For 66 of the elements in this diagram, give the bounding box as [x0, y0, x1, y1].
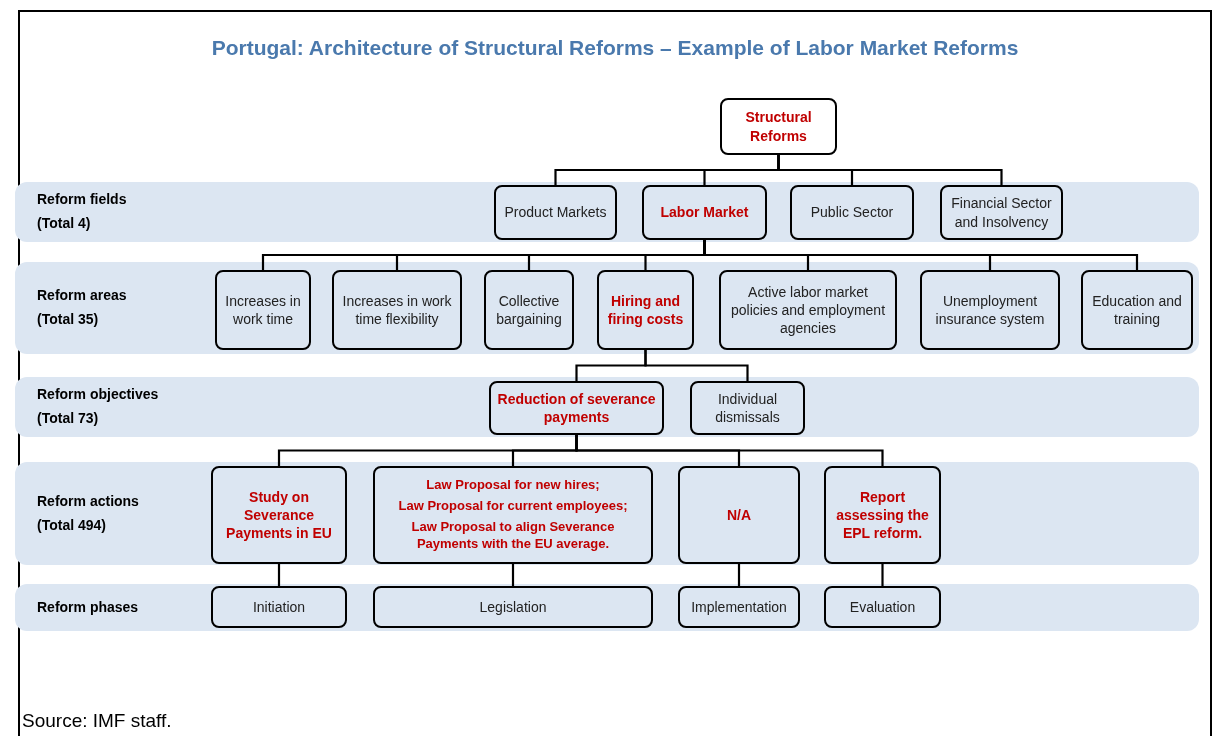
- box-label: Individual dismissals: [714, 389, 781, 427]
- box-label: Law Proposal for new hires;: [426, 477, 600, 495]
- box-label: Initiation: [252, 597, 306, 617]
- reform-box: [489, 381, 664, 435]
- box-label: Collective bargaining: [495, 291, 563, 329]
- reform-box: [719, 270, 897, 350]
- reform-box: [678, 586, 800, 628]
- row-band: [15, 377, 1199, 437]
- box-label: Study on Severance Payments in EU: [225, 487, 333, 543]
- box-label: Legislation: [479, 597, 547, 617]
- box-label: Public Sector: [810, 203, 894, 222]
- row-label: Reform objectives (Total 73): [37, 385, 160, 428]
- connector-line: [277, 564, 281, 586]
- reform-box: [484, 270, 574, 350]
- box-label: Law Proposal to align Severance Payments with the EU average.: [410, 519, 616, 553]
- reform-box: [790, 185, 914, 240]
- reform-box: [373, 466, 653, 564]
- connector-line: [575, 435, 884, 466]
- reform-box: [920, 270, 1060, 350]
- reform-box: [642, 185, 767, 240]
- connector-line: [703, 240, 1139, 270]
- row-band: [15, 182, 1199, 242]
- reform-box: [332, 270, 462, 350]
- reform-box: [720, 98, 837, 155]
- connector-line: [511, 564, 515, 586]
- box-label: Law Proposal for current employees;: [398, 498, 628, 515]
- reform-box: [211, 586, 347, 628]
- box-label: N/A: [726, 505, 752, 525]
- box-label: Education and training: [1091, 291, 1183, 329]
- connector-line: [881, 564, 884, 586]
- box-label: Labor Market: [660, 203, 749, 222]
- reform-box: [1081, 270, 1193, 350]
- reform-box: [690, 381, 805, 435]
- row-band: [15, 584, 1199, 631]
- box-label: Report assessing the EPL reform.: [835, 487, 930, 543]
- box-label: Increases in work time: [224, 291, 302, 329]
- box-label: Hiring and firing costs: [606, 291, 685, 329]
- box-label: Product Markets: [504, 203, 607, 222]
- source-note: Source: IMF staff.: [22, 710, 172, 732]
- box-label: Reduction of severance payments: [496, 389, 657, 427]
- reform-box: [678, 466, 800, 564]
- connector-line: [777, 155, 1003, 185]
- row-label: Reform areas (Total 35): [37, 286, 128, 329]
- box-label: Active labor market policies and employment agencies: [729, 282, 887, 338]
- box-label: Unemployment insurance system: [934, 291, 1046, 329]
- reform-box: [597, 270, 694, 350]
- connector-line: [644, 350, 749, 381]
- row-band: [15, 262, 1199, 354]
- reform-box: [373, 586, 653, 628]
- row-label: Reform actions (Total 494): [37, 491, 140, 535]
- connector-line: [737, 564, 741, 586]
- row-label: Reform fields (Total 4): [37, 190, 128, 233]
- reform-box: [824, 466, 941, 564]
- reform-box: [215, 270, 311, 350]
- row-band: [15, 462, 1199, 565]
- reform-box: [824, 586, 941, 628]
- reform-box: [494, 185, 617, 240]
- box-label: Evaluation: [849, 597, 916, 617]
- reform-box: [211, 466, 347, 564]
- box-label: Increases in work time flexibility: [341, 291, 453, 329]
- box-label: Structural Reforms: [744, 108, 813, 145]
- box-label: Financial Sector and Insolvency: [950, 194, 1053, 231]
- reform-box: [940, 185, 1063, 240]
- diagram-title: Portugal: Architecture of Structural Reforms – Example of Labor Market Reforms: [210, 36, 1020, 60]
- box-label: Implementation: [691, 597, 787, 617]
- row-label: Reform phases: [37, 597, 140, 617]
